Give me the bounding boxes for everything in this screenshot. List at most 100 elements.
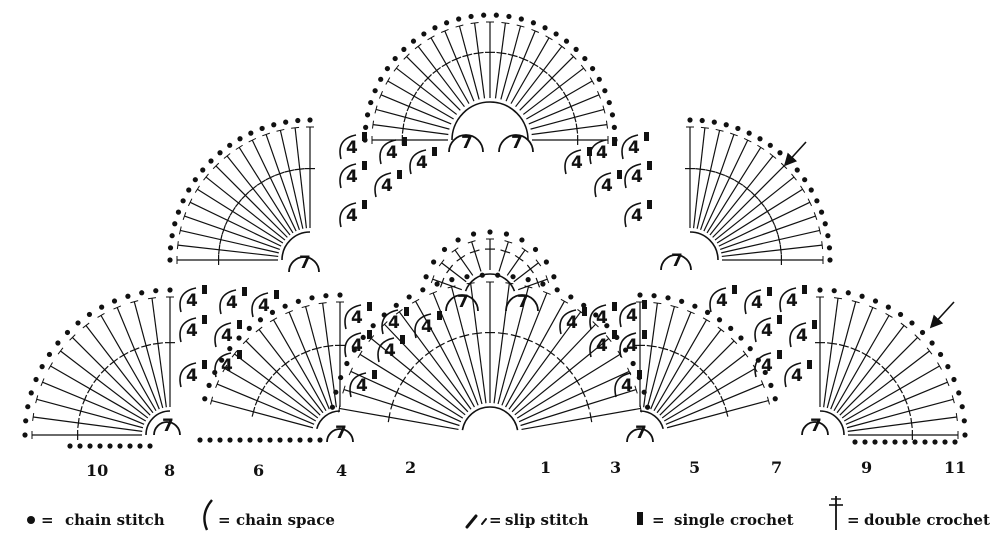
arch-label: 4 <box>381 176 393 196</box>
double-crochet-stem <box>85 325 154 414</box>
double-crochet-top <box>32 412 35 422</box>
chain-stitch-dot <box>772 396 778 402</box>
fan-lower-far-left <box>22 287 175 440</box>
double-crochet-bar <box>411 91 418 101</box>
double-crochet-stem <box>716 188 803 244</box>
double-crochet-bar <box>416 82 424 91</box>
double-crochet-bar <box>769 215 776 226</box>
row-number-8: 8 <box>164 461 175 480</box>
double-crochet-stem <box>666 399 769 429</box>
double-crochet-bar <box>294 168 305 171</box>
single-crochet-mark <box>777 350 782 359</box>
double-crochet-top <box>357 350 363 358</box>
double-crochet-bar <box>699 367 708 376</box>
chain-stitch-dot <box>768 382 774 388</box>
chain-stitch-dot <box>525 277 531 283</box>
arch-35: 4 <box>789 320 817 348</box>
chain-stitch-dot <box>337 292 343 298</box>
chain-stitch-dot <box>959 404 965 410</box>
arch-14: 4 <box>251 290 279 318</box>
chain-stitch-dot <box>495 272 501 278</box>
double-crochet-top <box>430 275 435 284</box>
double-crochet-top <box>521 247 529 253</box>
double-crochet-top <box>743 137 752 143</box>
double-crochet-bar <box>469 249 480 254</box>
double-crochet-bar <box>714 385 721 395</box>
chain-stitch-dot <box>246 325 252 331</box>
double-crochet-top <box>403 53 410 60</box>
double-crochet-stem <box>830 307 874 410</box>
double-crochet-stem <box>700 134 735 230</box>
double-crochet-top <box>516 24 525 28</box>
arch-34: 4 <box>754 315 782 343</box>
row-number-10: 10 <box>86 461 108 480</box>
chain-space-ring <box>445 294 479 312</box>
single-crochet-mark <box>637 370 642 379</box>
chain-stitch-dot <box>767 142 773 148</box>
double-crochet-stem <box>417 46 465 108</box>
double-crochet-bar <box>403 112 408 123</box>
single-crochet-mark <box>437 311 442 320</box>
chain-stitch-dot <box>551 274 557 280</box>
fan-upper-right <box>685 117 833 265</box>
arch-26: 4 <box>589 302 617 330</box>
chain-space-curve <box>779 287 797 313</box>
chain-stitch-dot <box>257 317 264 323</box>
single-crochet-mark <box>612 302 617 311</box>
chain-space-curve <box>214 352 232 378</box>
chain-stitch-dot <box>479 272 485 278</box>
double-crochet-stem <box>493 283 510 404</box>
arch-label: 4 <box>596 336 608 356</box>
double-crochet-stem <box>845 381 948 425</box>
ring-lower-left: 7 <box>326 423 354 443</box>
chain-stitch-dot <box>28 390 34 396</box>
double-crochet-stem <box>238 147 294 234</box>
double-crochet-top <box>438 259 445 267</box>
single-crochet-mark <box>397 170 402 179</box>
chain-stitch-icon <box>27 516 35 524</box>
arch-21: 4 <box>414 311 442 339</box>
arch-11: 4 <box>624 200 652 228</box>
double-crochet-bar <box>77 417 80 428</box>
chain-space-curve <box>589 304 607 330</box>
chain-stitch-dot <box>687 117 693 123</box>
double-crochet-top <box>605 335 612 342</box>
double-crochet-stem <box>712 165 785 238</box>
chain-stitch-dot <box>510 274 516 280</box>
arch-label: 4 <box>221 356 233 376</box>
double-crochet-bar <box>526 264 534 274</box>
double-crochet-top <box>223 153 231 159</box>
arch-28: 4 <box>589 330 617 358</box>
double-crochet-stem <box>151 298 167 408</box>
double-crochet-stem <box>709 155 774 236</box>
chain-stitch-dot <box>186 187 192 193</box>
chain-space-ring <box>448 134 484 153</box>
double-crochet-stem <box>375 108 450 130</box>
double-crochet-top <box>48 362 53 370</box>
chain-stitch-dot <box>912 439 918 445</box>
double-crochet-bar <box>424 74 432 82</box>
double-crochet-stem <box>661 353 746 419</box>
chain-space-curve <box>621 134 639 160</box>
double-crochet-top <box>285 310 293 315</box>
double-crochet-stem <box>721 229 820 254</box>
single-crochet-mark <box>812 320 817 329</box>
chain-stitch-dot <box>401 46 407 53</box>
chain-stitch-dot <box>622 347 629 353</box>
double-crochet-top <box>222 364 228 373</box>
single-crochet-mark <box>367 302 372 311</box>
ring-label: 7 <box>511 133 523 153</box>
chain-space-curve <box>374 172 392 198</box>
double-crochet-top <box>130 300 139 304</box>
row-number-4: 4 <box>336 461 347 480</box>
double-crochet-top <box>69 334 76 341</box>
double-crochet-stem <box>224 367 317 422</box>
double-crochet-bar <box>219 234 223 245</box>
double-crochet-bar <box>580 387 586 398</box>
legend-label-chain-stitch: chain stitch <box>65 511 165 529</box>
double-crochet-stem <box>706 147 762 234</box>
double-crochet-bar <box>441 61 451 68</box>
double-crochet-stem <box>847 416 957 432</box>
chain-stitch-dot <box>217 437 223 443</box>
